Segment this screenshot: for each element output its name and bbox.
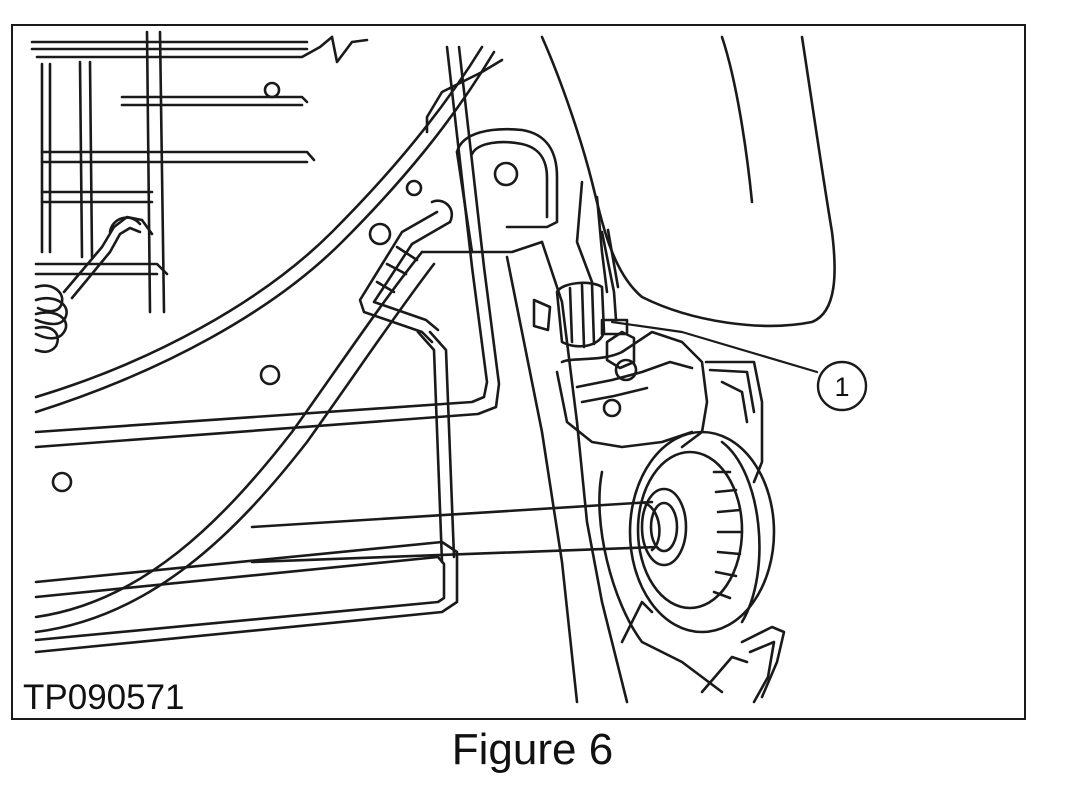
cross-shaft — [250, 500, 661, 564]
seat-frame-rails — [30, 30, 334, 314]
figure-frame: 1 TP090571 — [11, 24, 1026, 720]
wire-rod — [34, 45, 504, 654]
technical-line-drawing: 1 — [30, 30, 868, 704]
callout-1: 1 — [610, 320, 868, 412]
callout-1-label: 1 — [834, 372, 849, 402]
recliner-mechanism — [532, 228, 764, 484]
hook-link — [358, 199, 453, 344]
side-panel — [34, 35, 544, 634]
image-code-label: TP090571 — [23, 678, 185, 717]
recliner-gear — [598, 430, 776, 694]
figure-caption: Figure 6 — [451, 725, 614, 774]
pivot-bracket — [455, 127, 559, 254]
seat-back — [505, 35, 836, 704]
latch-clip — [700, 625, 786, 704]
callout-1-circle — [816, 360, 868, 412]
tension-spring — [34, 215, 154, 354]
